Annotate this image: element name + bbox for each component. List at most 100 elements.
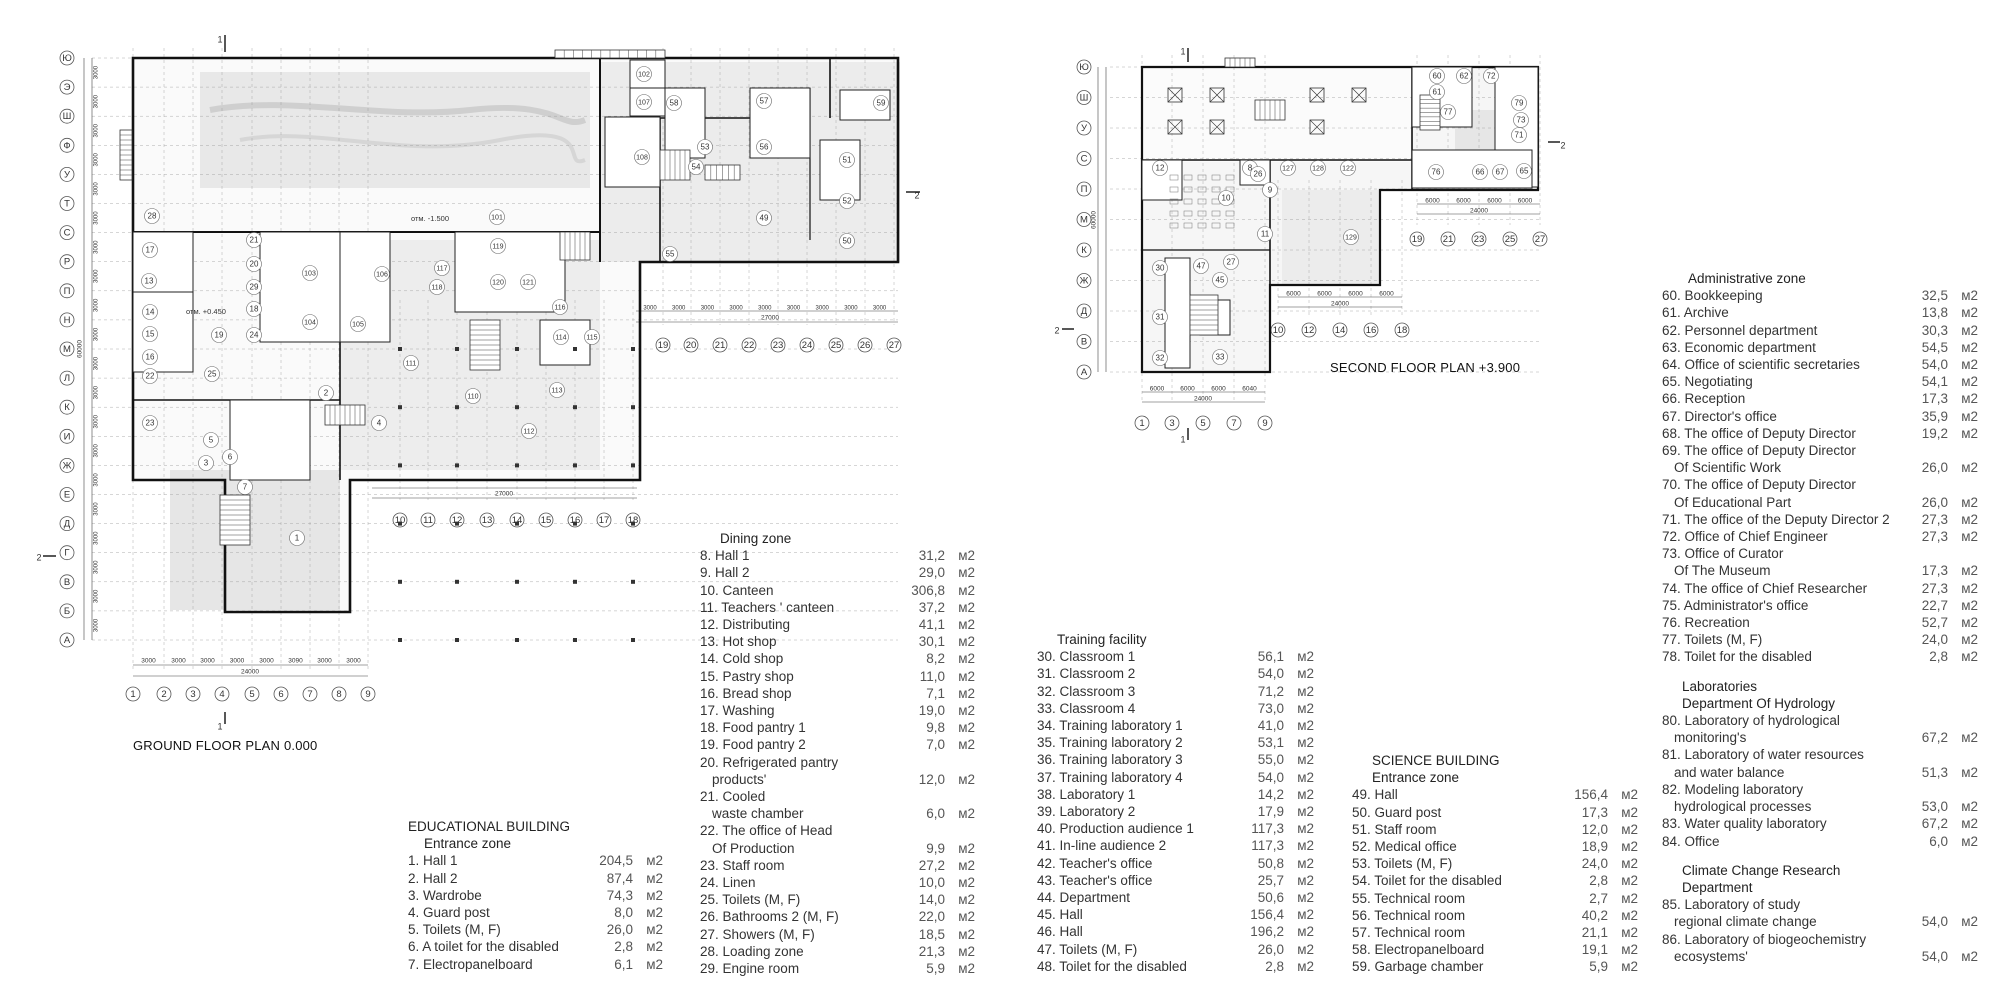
legend-item-area: 31,2 — [918, 548, 945, 564]
table — [1197, 222, 1207, 229]
column — [455, 638, 459, 642]
legend-item-unit: м2 — [1621, 821, 1638, 837]
room-tag — [490, 238, 506, 254]
axis-number: 23 — [1474, 234, 1485, 245]
room-number: 11 — [1261, 230, 1270, 239]
legend-item-area: 2,8 — [614, 939, 633, 955]
room-number: 32 — [1156, 354, 1165, 363]
legend-item-unit: м2 — [1621, 804, 1638, 820]
dim-value: 3000 — [94, 298, 100, 312]
legend-item: 20. Refrigerated pantry — [700, 754, 975, 771]
legend-item-area: 24,0 — [1581, 856, 1608, 872]
room-number: 116 — [554, 304, 565, 311]
table — [1211, 222, 1221, 229]
axis-letter: Ю — [1079, 62, 1089, 73]
legend-item-unit: м2 — [1961, 764, 1978, 780]
legend-item-label: 74. The office of Chief Researcher — [1662, 580, 1868, 596]
room-wall — [132, 291, 194, 373]
legend-item-unit: м2 — [958, 617, 975, 633]
legend-item-label: 19. Food pantry 2 — [700, 737, 806, 753]
legend-item-area: 50,6 — [1257, 890, 1284, 906]
column — [515, 521, 519, 526]
legend-item-unit: м2 — [958, 840, 975, 856]
axis-number: 25 — [1505, 234, 1516, 245]
legend-climate-department: Department — [1682, 879, 1753, 895]
axis-number: 19 — [658, 340, 669, 351]
axis-marker — [1076, 364, 1092, 380]
legend-item-unit: м2 — [1297, 649, 1314, 665]
legend-item-label: monitoring's — [1674, 730, 1747, 746]
axis-number: 10 — [395, 515, 406, 526]
table — [1169, 210, 1179, 217]
axis-marker — [59, 283, 75, 299]
table — [1183, 198, 1193, 205]
legend-item-unit: м2 — [958, 582, 975, 598]
axis-marker — [1257, 415, 1273, 431]
legend-item-area: 12,0 — [918, 771, 945, 787]
column — [398, 638, 402, 642]
axis-number: 9 — [1262, 418, 1267, 429]
legend-item-label: 1. Hall 1 — [408, 853, 458, 869]
room-number: 115 — [586, 334, 597, 341]
axis-letter: Ф — [63, 140, 70, 151]
room-tag — [142, 415, 158, 431]
dim-total: 24000 — [1470, 208, 1488, 215]
room-tag — [1152, 309, 1168, 325]
legend-item-area: 52,7 — [1921, 615, 1948, 631]
legend-training-zone: Training facility — [1057, 632, 1147, 647]
legend-item-label: 23. Staff room — [700, 857, 785, 873]
room-number: 113 — [551, 387, 562, 394]
dim-value: 3000 — [94, 65, 100, 79]
legend-item-label: 5. Toilets (M, F) — [408, 922, 501, 938]
room-number: 71 — [1515, 131, 1524, 140]
legend-item-unit: м2 — [958, 857, 975, 873]
axis-letter: И — [64, 431, 71, 442]
column — [573, 638, 577, 642]
legend-item-label: 17. Washing — [700, 703, 775, 719]
room-number: 53 — [701, 143, 710, 152]
legend-item-area: 21,3 — [918, 943, 945, 959]
legend-item-label: 81. Laboratory of water resources — [1662, 747, 1864, 763]
room-number: 7 — [243, 483, 248, 492]
legend-item-unit: м2 — [1621, 856, 1638, 872]
room-tag — [141, 273, 157, 289]
room-tag — [203, 432, 219, 448]
legend-item-area: 2,7 — [1589, 890, 1608, 906]
room-tag — [697, 139, 713, 155]
legend-item-area: 54,0 — [1921, 914, 1948, 930]
river-motif — [239, 133, 586, 164]
axis-number: 5 — [249, 689, 254, 700]
legend-item-area: 27,3 — [1921, 580, 1948, 596]
legend-item-area: 204,5 — [599, 853, 633, 869]
axis-number: 15 — [541, 515, 552, 526]
legend-item-label: Of Educational Part — [1674, 494, 1792, 510]
legend-item-area: 37,2 — [918, 599, 945, 615]
column — [515, 463, 519, 468]
room-number: 2 — [324, 389, 329, 398]
skylight-x — [1309, 87, 1325, 103]
axis-letter: Д — [64, 519, 71, 530]
axis-marker — [125, 686, 141, 702]
axis-number: 27 — [1535, 234, 1546, 245]
legend-item: 21. Cooled — [700, 788, 975, 805]
axis-marker — [1394, 322, 1410, 338]
room-tag — [489, 209, 505, 225]
legend-item-label: 30. Classroom 1 — [1037, 649, 1136, 665]
axis-marker — [59, 312, 75, 328]
axis-letter: Э — [64, 82, 71, 93]
legend-item-area: 117,3 — [1251, 838, 1284, 854]
legend-item-unit: м2 — [1297, 907, 1314, 923]
legend-item-area: 40,2 — [1581, 907, 1608, 923]
axis-number: 12 — [1304, 325, 1315, 336]
